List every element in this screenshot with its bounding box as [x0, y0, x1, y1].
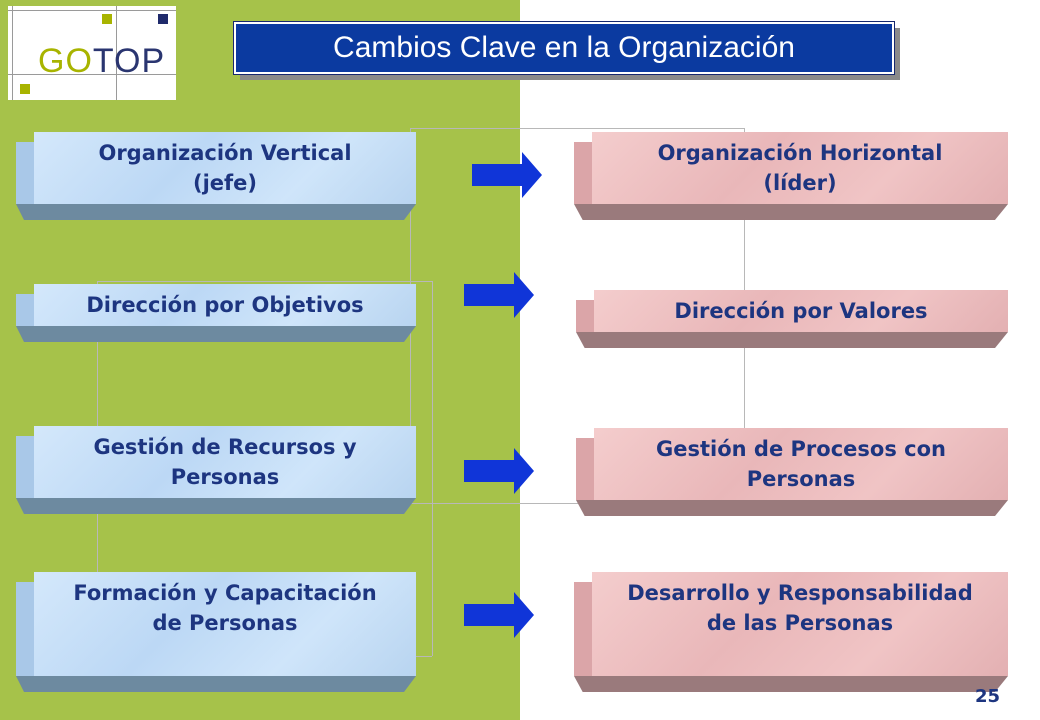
right-box-horizontal: Organización Horizontal(líder) [574, 132, 1008, 220]
right-arrow-icon [464, 272, 534, 318]
gotop-logo: GOTOP [8, 6, 176, 100]
right-arrow-icon [464, 592, 534, 638]
page-number: 25 [974, 686, 1000, 707]
connector-line [432, 281, 433, 656]
connector-line [97, 281, 432, 282]
right-box-valores: Dirección por Valores [576, 290, 1008, 348]
page-title: Cambios Clave en la Organización [233, 21, 895, 75]
left-box-vertical: Organización Vertical(jefe) [16, 132, 416, 220]
connector-line [410, 503, 745, 504]
connector-line [410, 128, 745, 129]
right-arrow-icon [464, 448, 534, 494]
right-arrow-icon [472, 152, 542, 198]
logo-text: GOTOP [38, 42, 166, 80]
left-box-objetivos: Dirección por Objetivos [16, 284, 416, 342]
